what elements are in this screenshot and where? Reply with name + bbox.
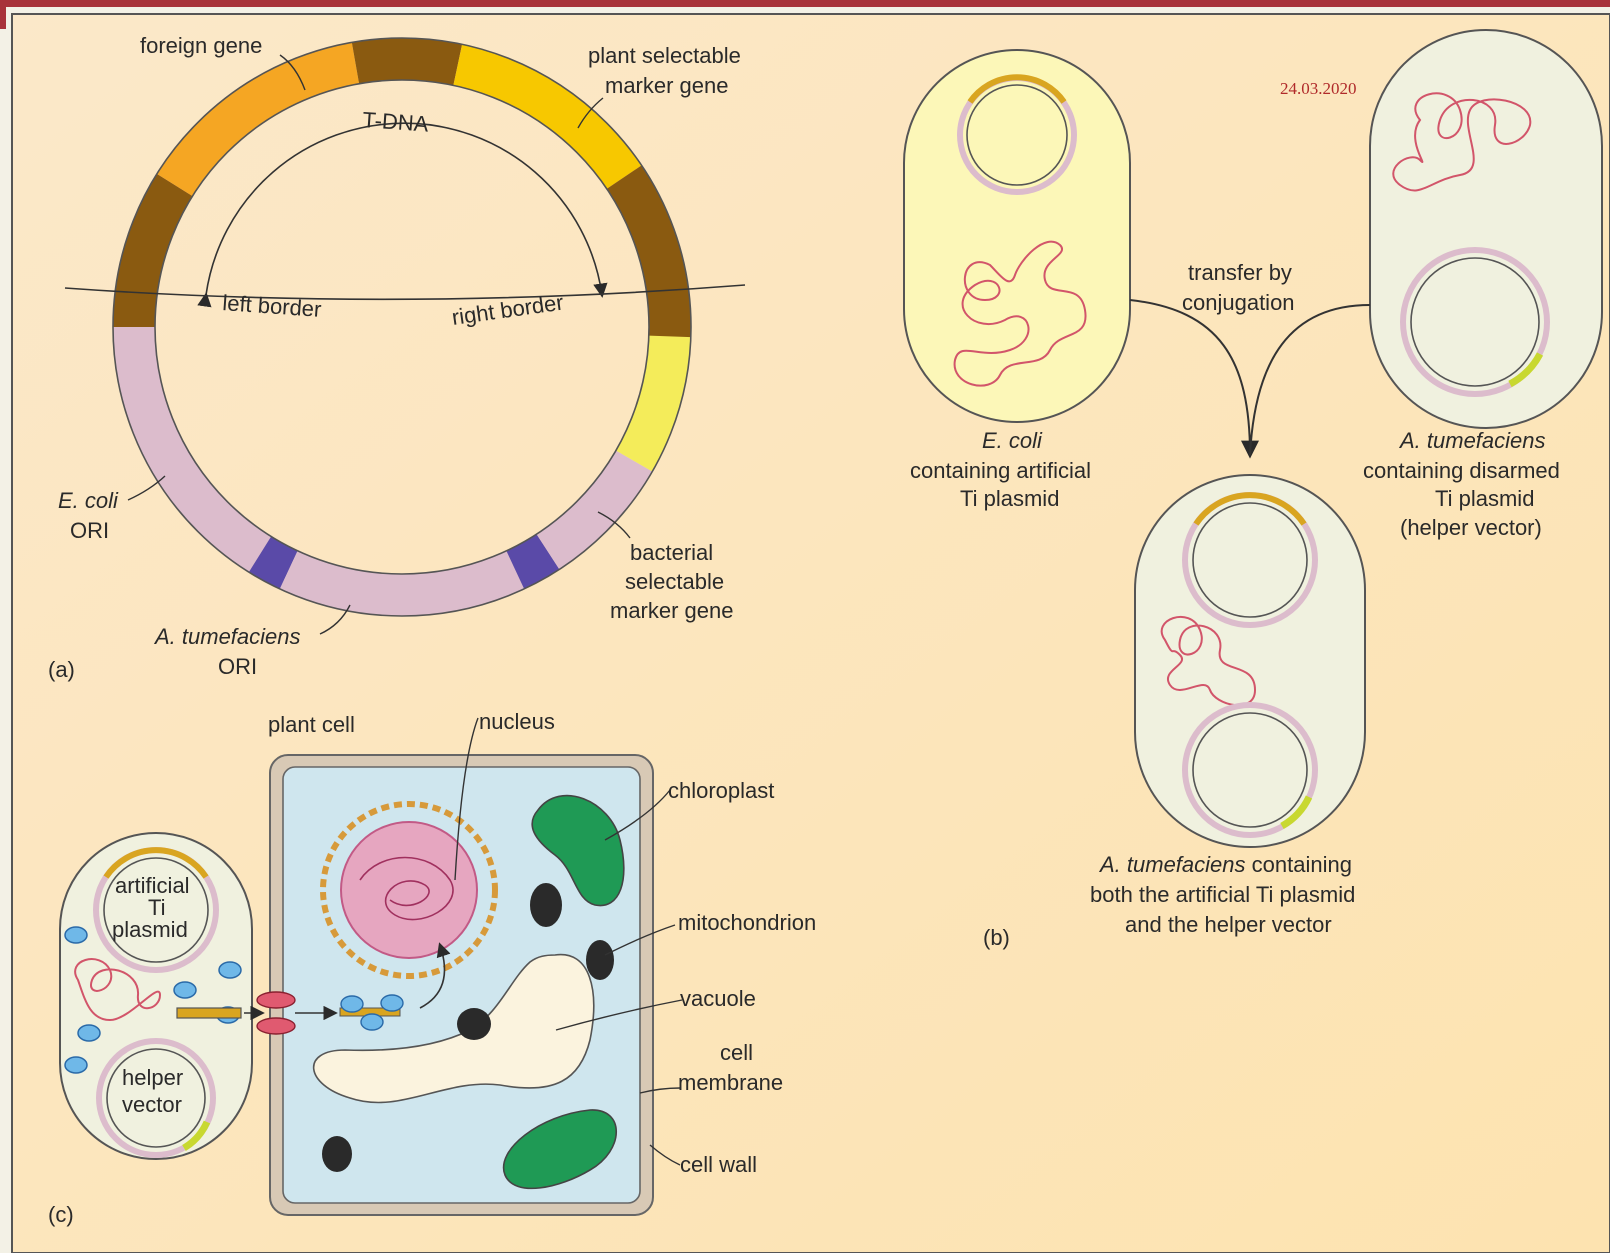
ecoli-ori-label-1: E. coli [58,488,119,513]
bacterial-marker-label-2: selectable [625,569,724,594]
result-caption-rest: containing [1246,852,1352,877]
transfer-label-2: conjugation [1182,290,1295,315]
atum-caption-3: Ti plasmid [1435,486,1534,511]
helper-vector-label-2: vector [122,1092,182,1117]
atum-caption-2: containing disarmed [1363,458,1560,483]
panel-c-label: (c) [48,1202,74,1227]
foreign-gene-label: foreign gene [140,33,262,58]
ecoli-caption-2: containing artificial [910,458,1091,483]
tdna-center-region [355,59,457,65]
chloroplast-label: chloroplast [668,778,774,803]
ecoli-caption-3: Ti plasmid [960,486,1059,511]
t-strand-segment [177,1008,241,1018]
mitochondrion-3 [457,1008,491,1040]
plant-marker-label-2: marker gene [605,73,729,98]
ecoli-ori-label-2: ORI [70,518,109,543]
atum-ori-segment [515,552,548,570]
mitochondrion-1 [530,883,562,927]
mitochondrion-2 [586,940,614,980]
ecoli-cell [904,50,1130,422]
plant-cell-label: plant cell [268,712,355,737]
cell-membrane-label-1: cell [720,1040,753,1065]
cell-membrane-label-2: membrane [678,1070,783,1095]
helper-vector-label-1: helper [122,1065,183,1090]
ecoli-caption-1: E. coli [982,428,1043,453]
nucleus [341,822,477,958]
nucleus-label: nucleus [479,709,555,734]
atum-ori-label-2: ORI [218,654,257,679]
result-caption-1: A. tumefaciens containing [1098,852,1352,877]
cell-wall-label: cell wall [680,1152,757,1177]
tdna-label: T-DNA [362,107,430,137]
result-caption-italic: A. tumefaciens [1098,852,1246,877]
bacterial-marker-label-3: marker gene [610,598,734,623]
atum-ori-label-1: A. tumefaciens [153,624,301,649]
recombinant-atum-cell [1135,475,1365,847]
plant-marker-label-1: plant selectable [588,43,741,68]
mitochondrion-label: mitochondrion [678,910,816,935]
result-caption-3: and the helper vector [1125,912,1332,937]
ecoli-ori-segment [260,554,289,570]
result-caption-2: both the artificial Ti plasmid [1090,882,1355,907]
panel-b-label: (b) [983,925,1010,950]
panel-a-label: (a) [48,657,75,682]
artificial-plasmid-label-3: plasmid [112,917,188,942]
atum-caption-4: (helper vector) [1400,515,1542,540]
mitochondrion-4 [322,1136,352,1172]
atum-caption-1: A. tumefaciens [1398,428,1546,453]
slide-date: 24.03.2020 [1280,79,1357,98]
vacuole-label: vacuole [680,986,756,1011]
bacterial-marker-label-1: bacterial [630,540,713,565]
atum-cell [1370,30,1602,428]
transfer-label-1: transfer by [1188,260,1292,285]
